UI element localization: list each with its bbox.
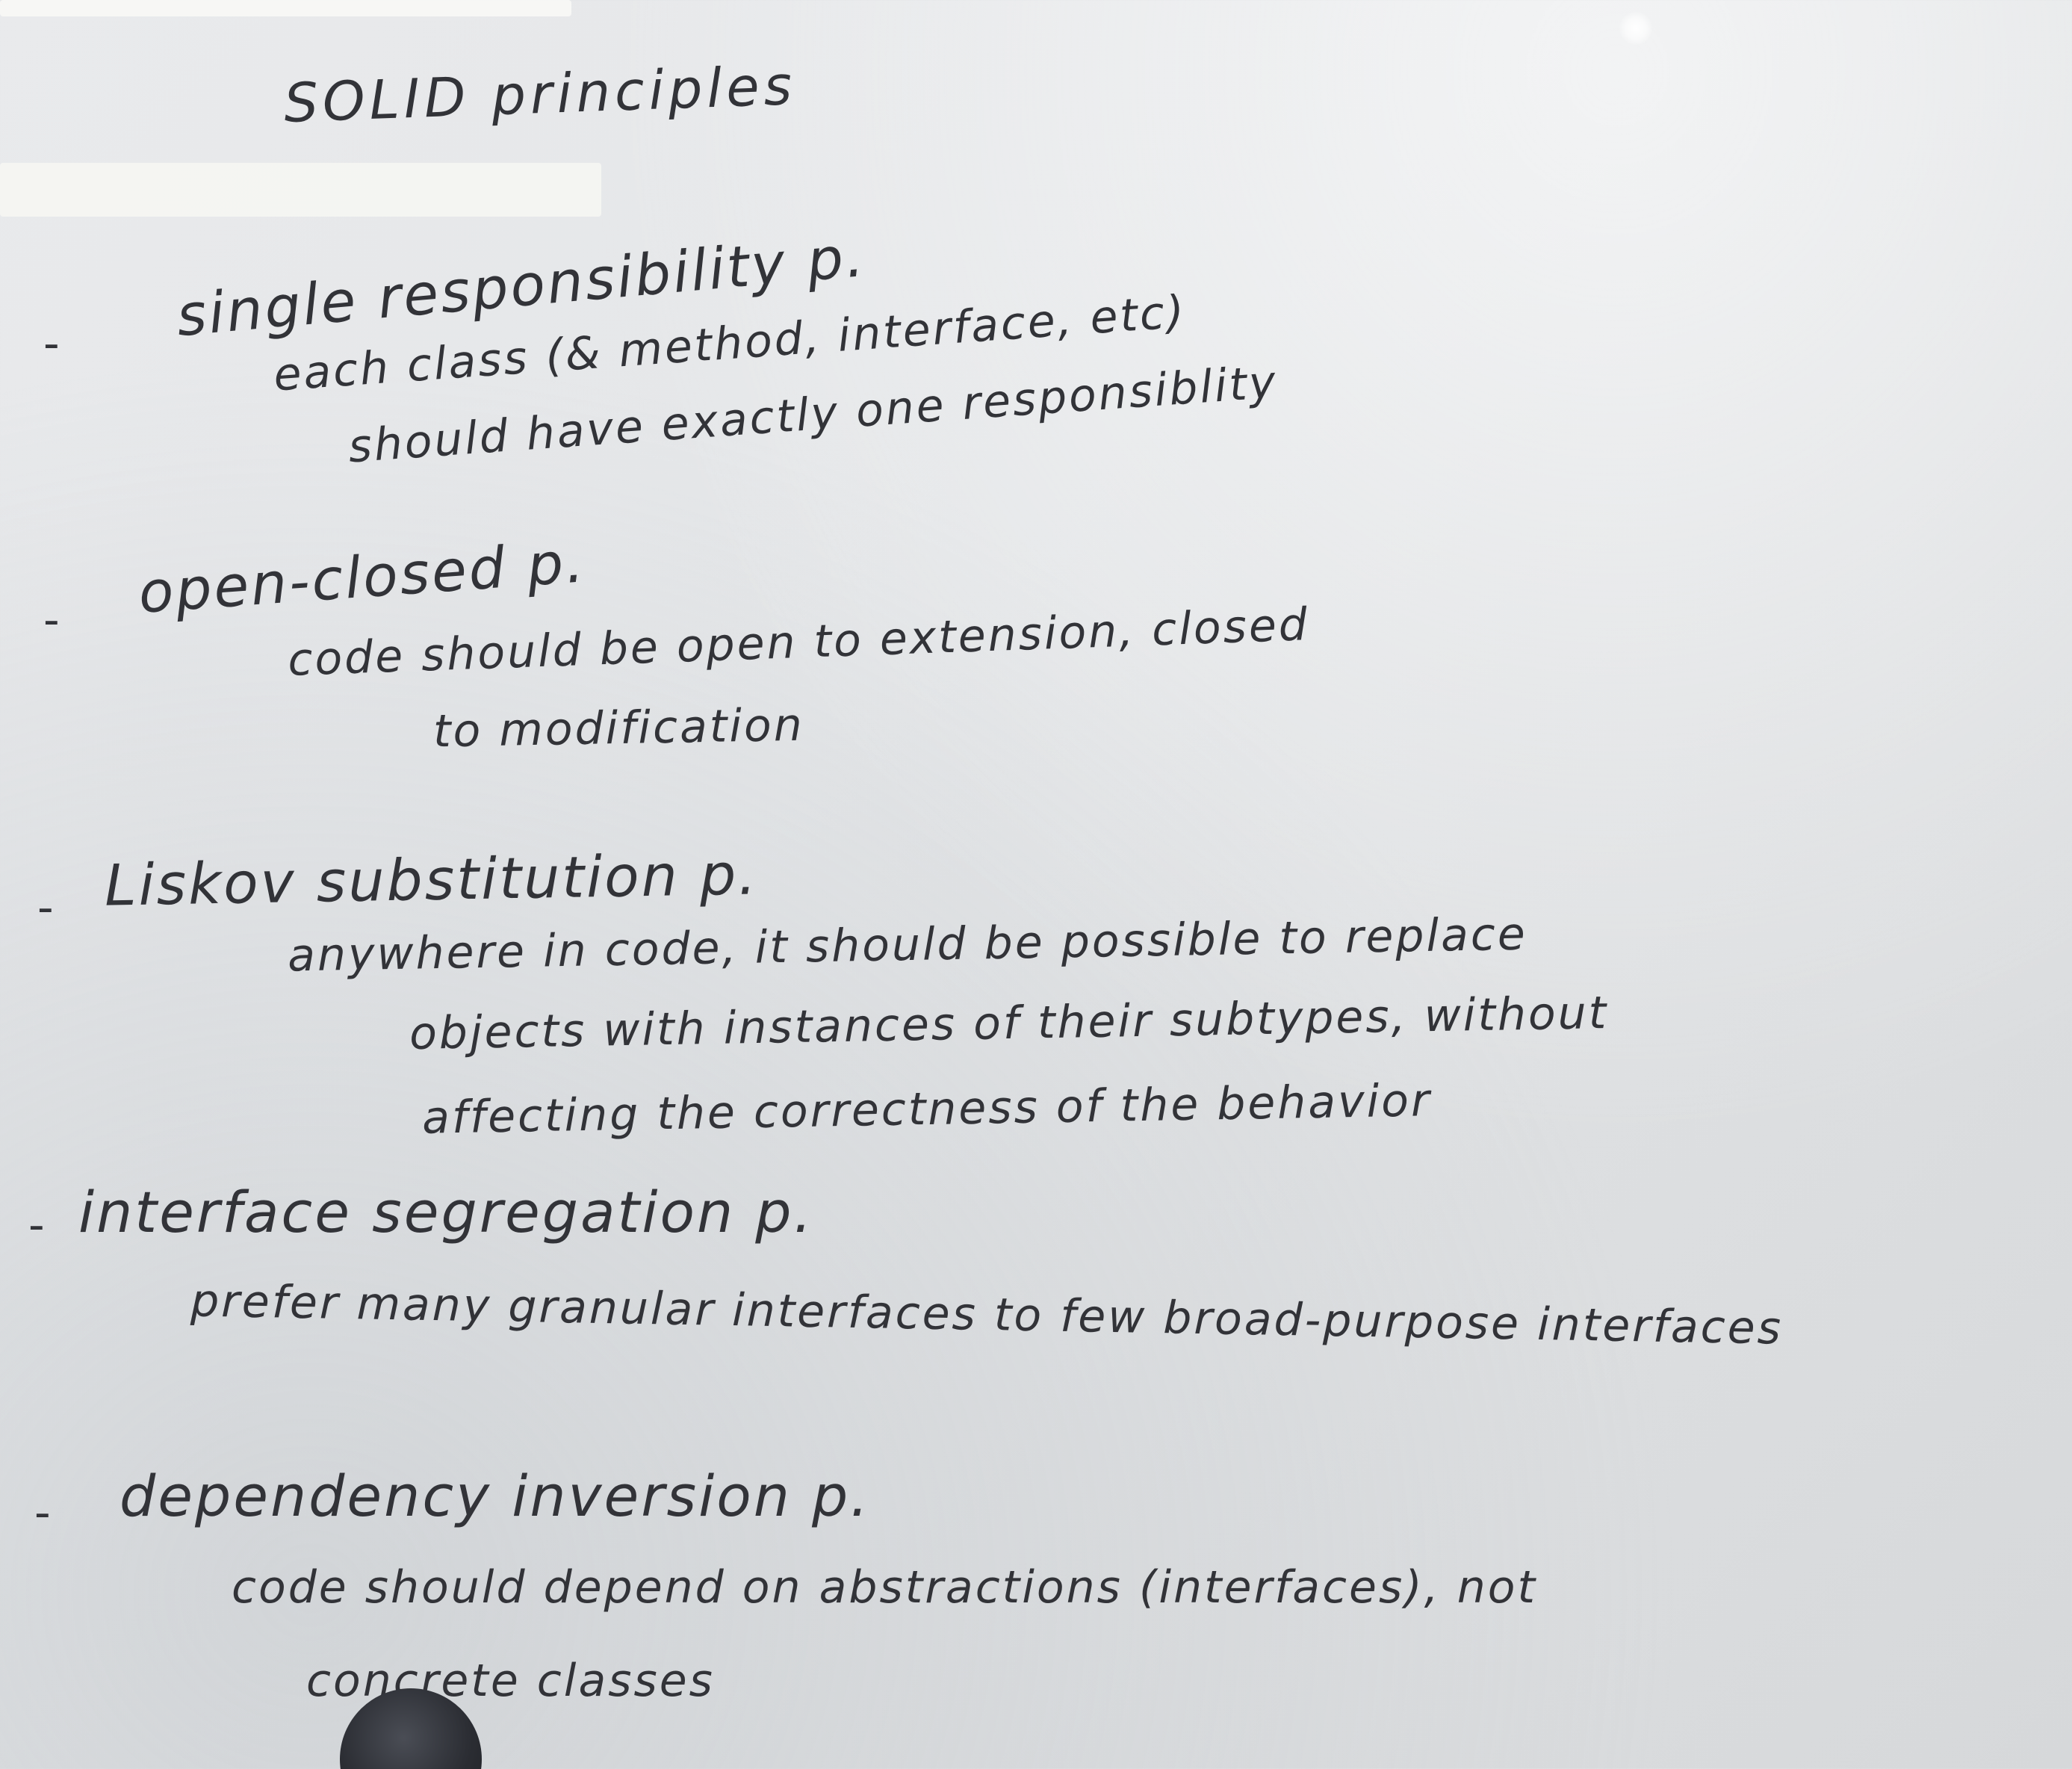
glare-strip-top <box>0 0 571 16</box>
principle-heading-dependency-inversion: dependency inversion p. <box>120 1463 871 1529</box>
principle-heading-interface-segregation: interface segregation p. <box>78 1179 814 1245</box>
bullet-dash: - <box>28 1199 47 1251</box>
board-title: SOLID principles <box>282 54 798 134</box>
principle-text: affecting the correctness of the behavio… <box>421 1074 1433 1144</box>
principle-text: objects with instances of their subtypes… <box>409 986 1609 1061</box>
principle-text: anywhere in code, it should be possible … <box>287 908 1528 982</box>
glare-strip <box>0 163 601 217</box>
principle-text: code should depend on abstractions (inte… <box>232 1561 1538 1614</box>
principle-text: to modification <box>432 698 805 758</box>
bullet-dash: - <box>34 1487 53 1539</box>
principle-heading-liskov-substitution: Liskov substitution p. <box>104 840 760 919</box>
principle-text: code should be open to extension, closed <box>287 598 1310 687</box>
principle-text: concrete classes <box>306 1655 715 1707</box>
bullet-dash: - <box>43 317 62 370</box>
light-reflection <box>1619 12 1652 45</box>
bullet-dash: - <box>43 594 62 646</box>
bullet-dash: - <box>37 882 56 934</box>
principle-heading-open-closed: open-closed p. <box>136 528 588 626</box>
principle-text: prefer many granular interfaces to few b… <box>190 1274 1784 1355</box>
